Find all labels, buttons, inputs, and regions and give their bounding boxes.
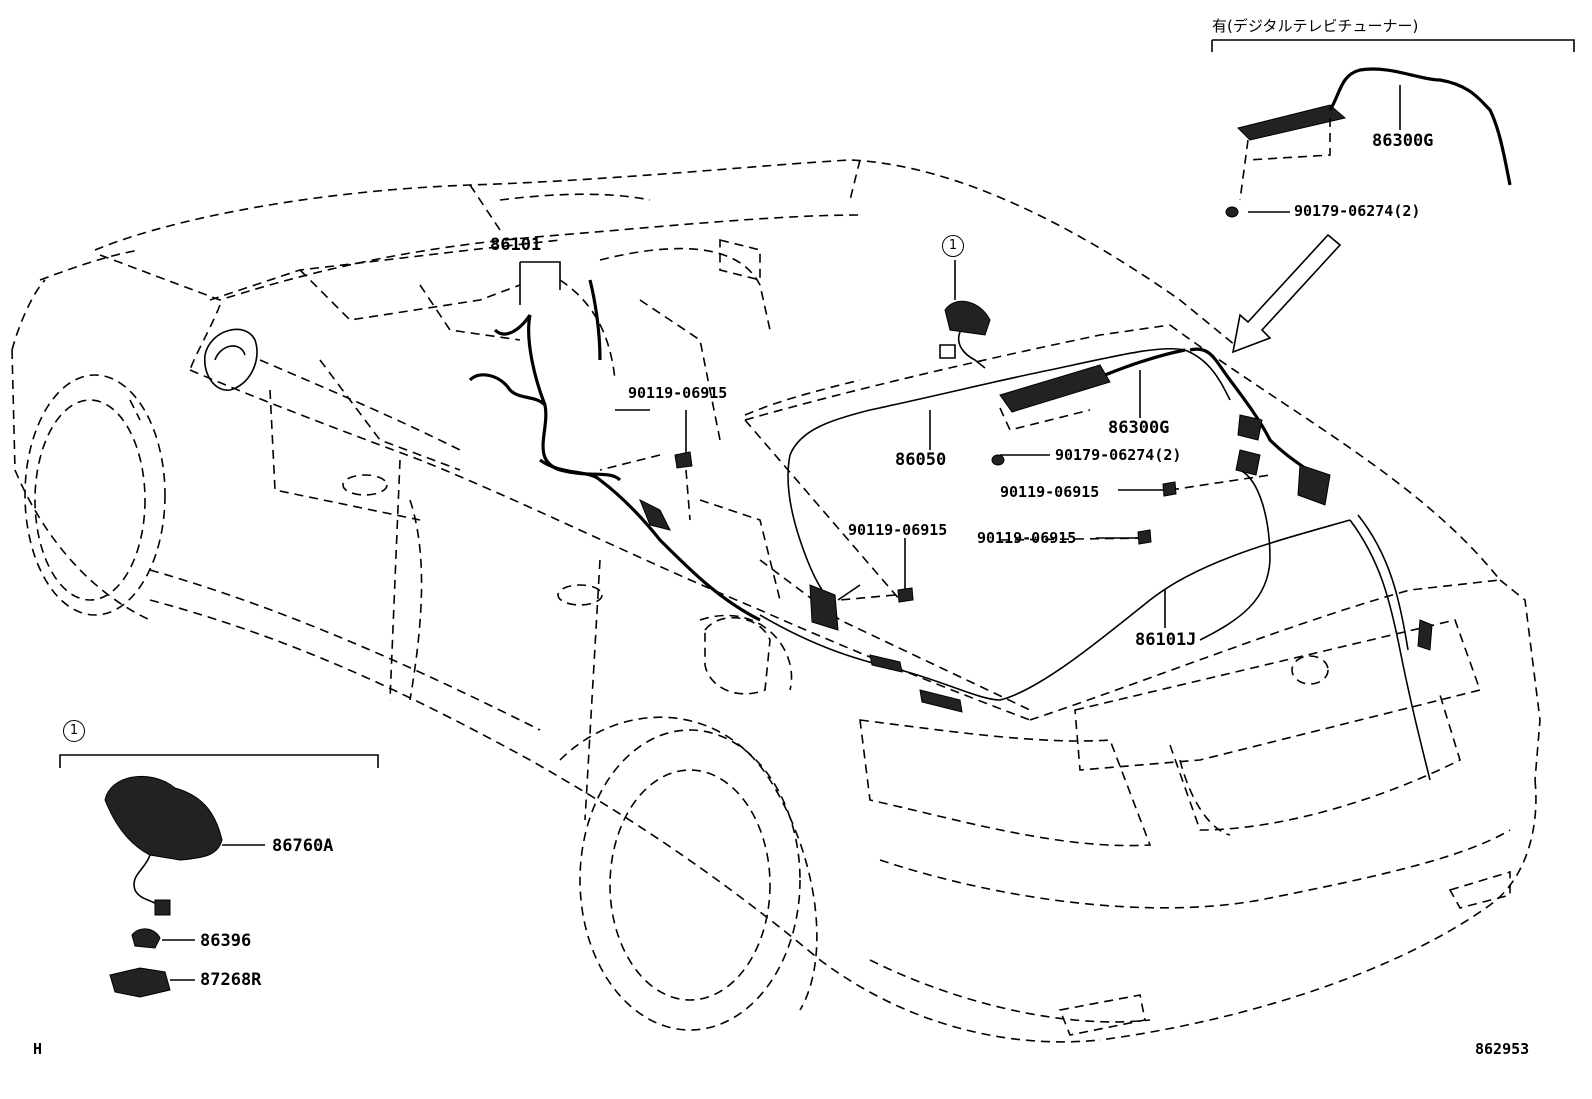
- corner-code-left: H: [33, 1040, 43, 1058]
- callout-ref-inset: 1: [63, 720, 85, 742]
- clip-icon: [991, 206, 1239, 466]
- label-86101j: 86101J: [1135, 630, 1197, 650]
- arrow-icon: [1231, 233, 1342, 354]
- label-bolt-c: 90119-06915: [1000, 483, 1100, 501]
- label-86300g-main: 86300G: [1108, 418, 1170, 438]
- label-86101: 86101: [490, 235, 542, 255]
- label-86050: 86050: [895, 450, 947, 470]
- label-bolt-d: 90119-06915: [977, 529, 1077, 547]
- label-86760a: 86760A: [272, 836, 334, 856]
- illustration-number: 862953: [1475, 1040, 1530, 1058]
- label-87268r: 87268R: [200, 970, 262, 990]
- inset-header-tv-tuner: 有(デジタルテレビチューナー): [1212, 17, 1419, 35]
- label-clip-inset: 90179-06274(2): [1294, 202, 1421, 220]
- label-bolt-b: 90119-06915: [848, 521, 948, 539]
- label-86300g-inset: 86300G: [1372, 131, 1434, 151]
- label-bolt-a: 90119-06915: [628, 384, 728, 402]
- label-clip-main: 90179-06274(2): [1055, 446, 1182, 464]
- callout-ref-roof: 1: [942, 235, 964, 257]
- antenna-icon: [104, 775, 265, 916]
- bolt-icon: [674, 451, 1177, 603]
- label-86396: 86396: [200, 931, 252, 951]
